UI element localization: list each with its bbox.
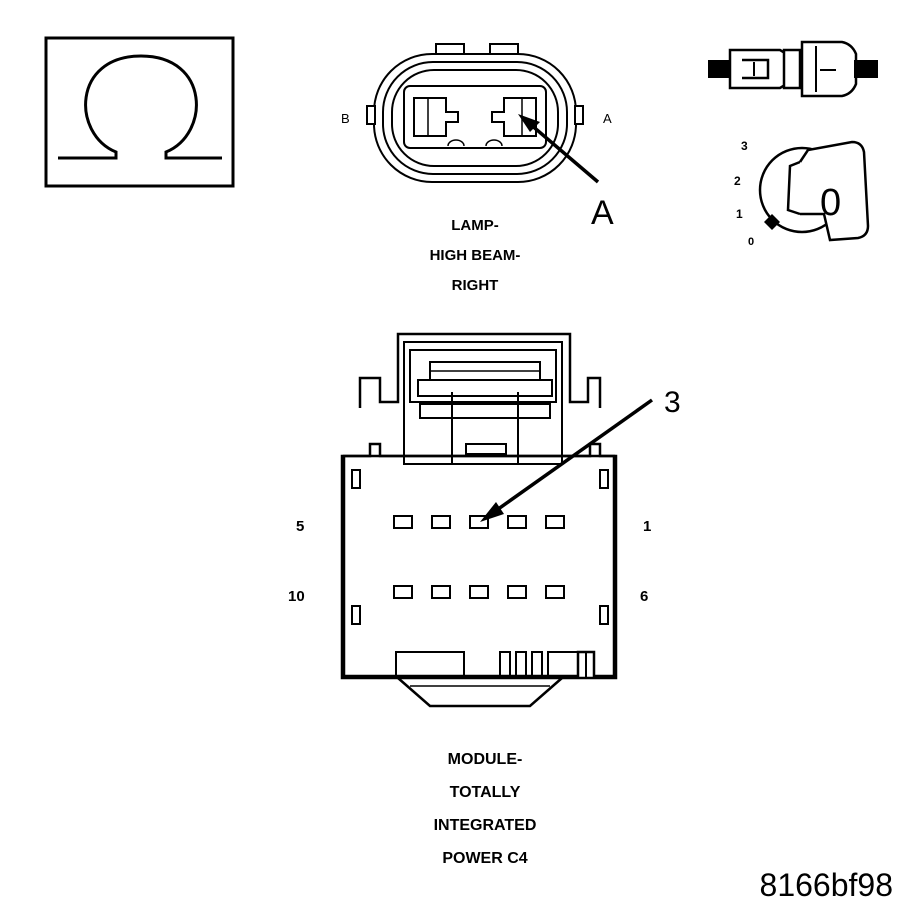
module-pin-1-label: 1 bbox=[643, 518, 651, 535]
lamp-title-line-2: HIGH BEAM- bbox=[430, 247, 521, 264]
ignition-position-3: 3 bbox=[741, 139, 748, 153]
module-callout-label: 3 bbox=[664, 386, 681, 419]
ohmmeter-symbol bbox=[44, 36, 235, 188]
module-pin-6-label: 6 bbox=[640, 588, 648, 605]
disconnect-connector-icon bbox=[708, 40, 878, 98]
lamp-callout-label: A bbox=[591, 194, 614, 232]
module-connector bbox=[340, 332, 654, 708]
module-title-line-1: MODULE- bbox=[448, 751, 523, 768]
ohm-icon bbox=[58, 54, 222, 160]
lamp-title-line-3: RIGHT bbox=[452, 277, 499, 294]
module-title-line-4: POWER C4 bbox=[442, 850, 527, 867]
lamp-connector bbox=[366, 43, 600, 184]
ignition-position-1: 1 bbox=[736, 207, 743, 221]
ignition-switch-icon bbox=[758, 140, 870, 242]
module-title-line-3: INTEGRATED bbox=[434, 817, 537, 834]
key-position-label: 0 bbox=[820, 182, 841, 224]
ignition-position-2: 2 bbox=[734, 174, 741, 188]
lamp-title-line-1: LAMP- bbox=[451, 217, 499, 234]
key-icon bbox=[798, 140, 870, 242]
lamp-pin-a-label: A bbox=[603, 111, 612, 126]
module-pin-5-label: 5 bbox=[296, 518, 304, 535]
lamp-pin-b-label: B bbox=[341, 111, 350, 126]
figure-id: 8166bf98 bbox=[760, 867, 893, 903]
module-title-line-2: TOTALLY bbox=[450, 784, 521, 801]
module-pin-10-label: 10 bbox=[288, 588, 305, 605]
ignition-position-0: 0 bbox=[748, 236, 754, 248]
